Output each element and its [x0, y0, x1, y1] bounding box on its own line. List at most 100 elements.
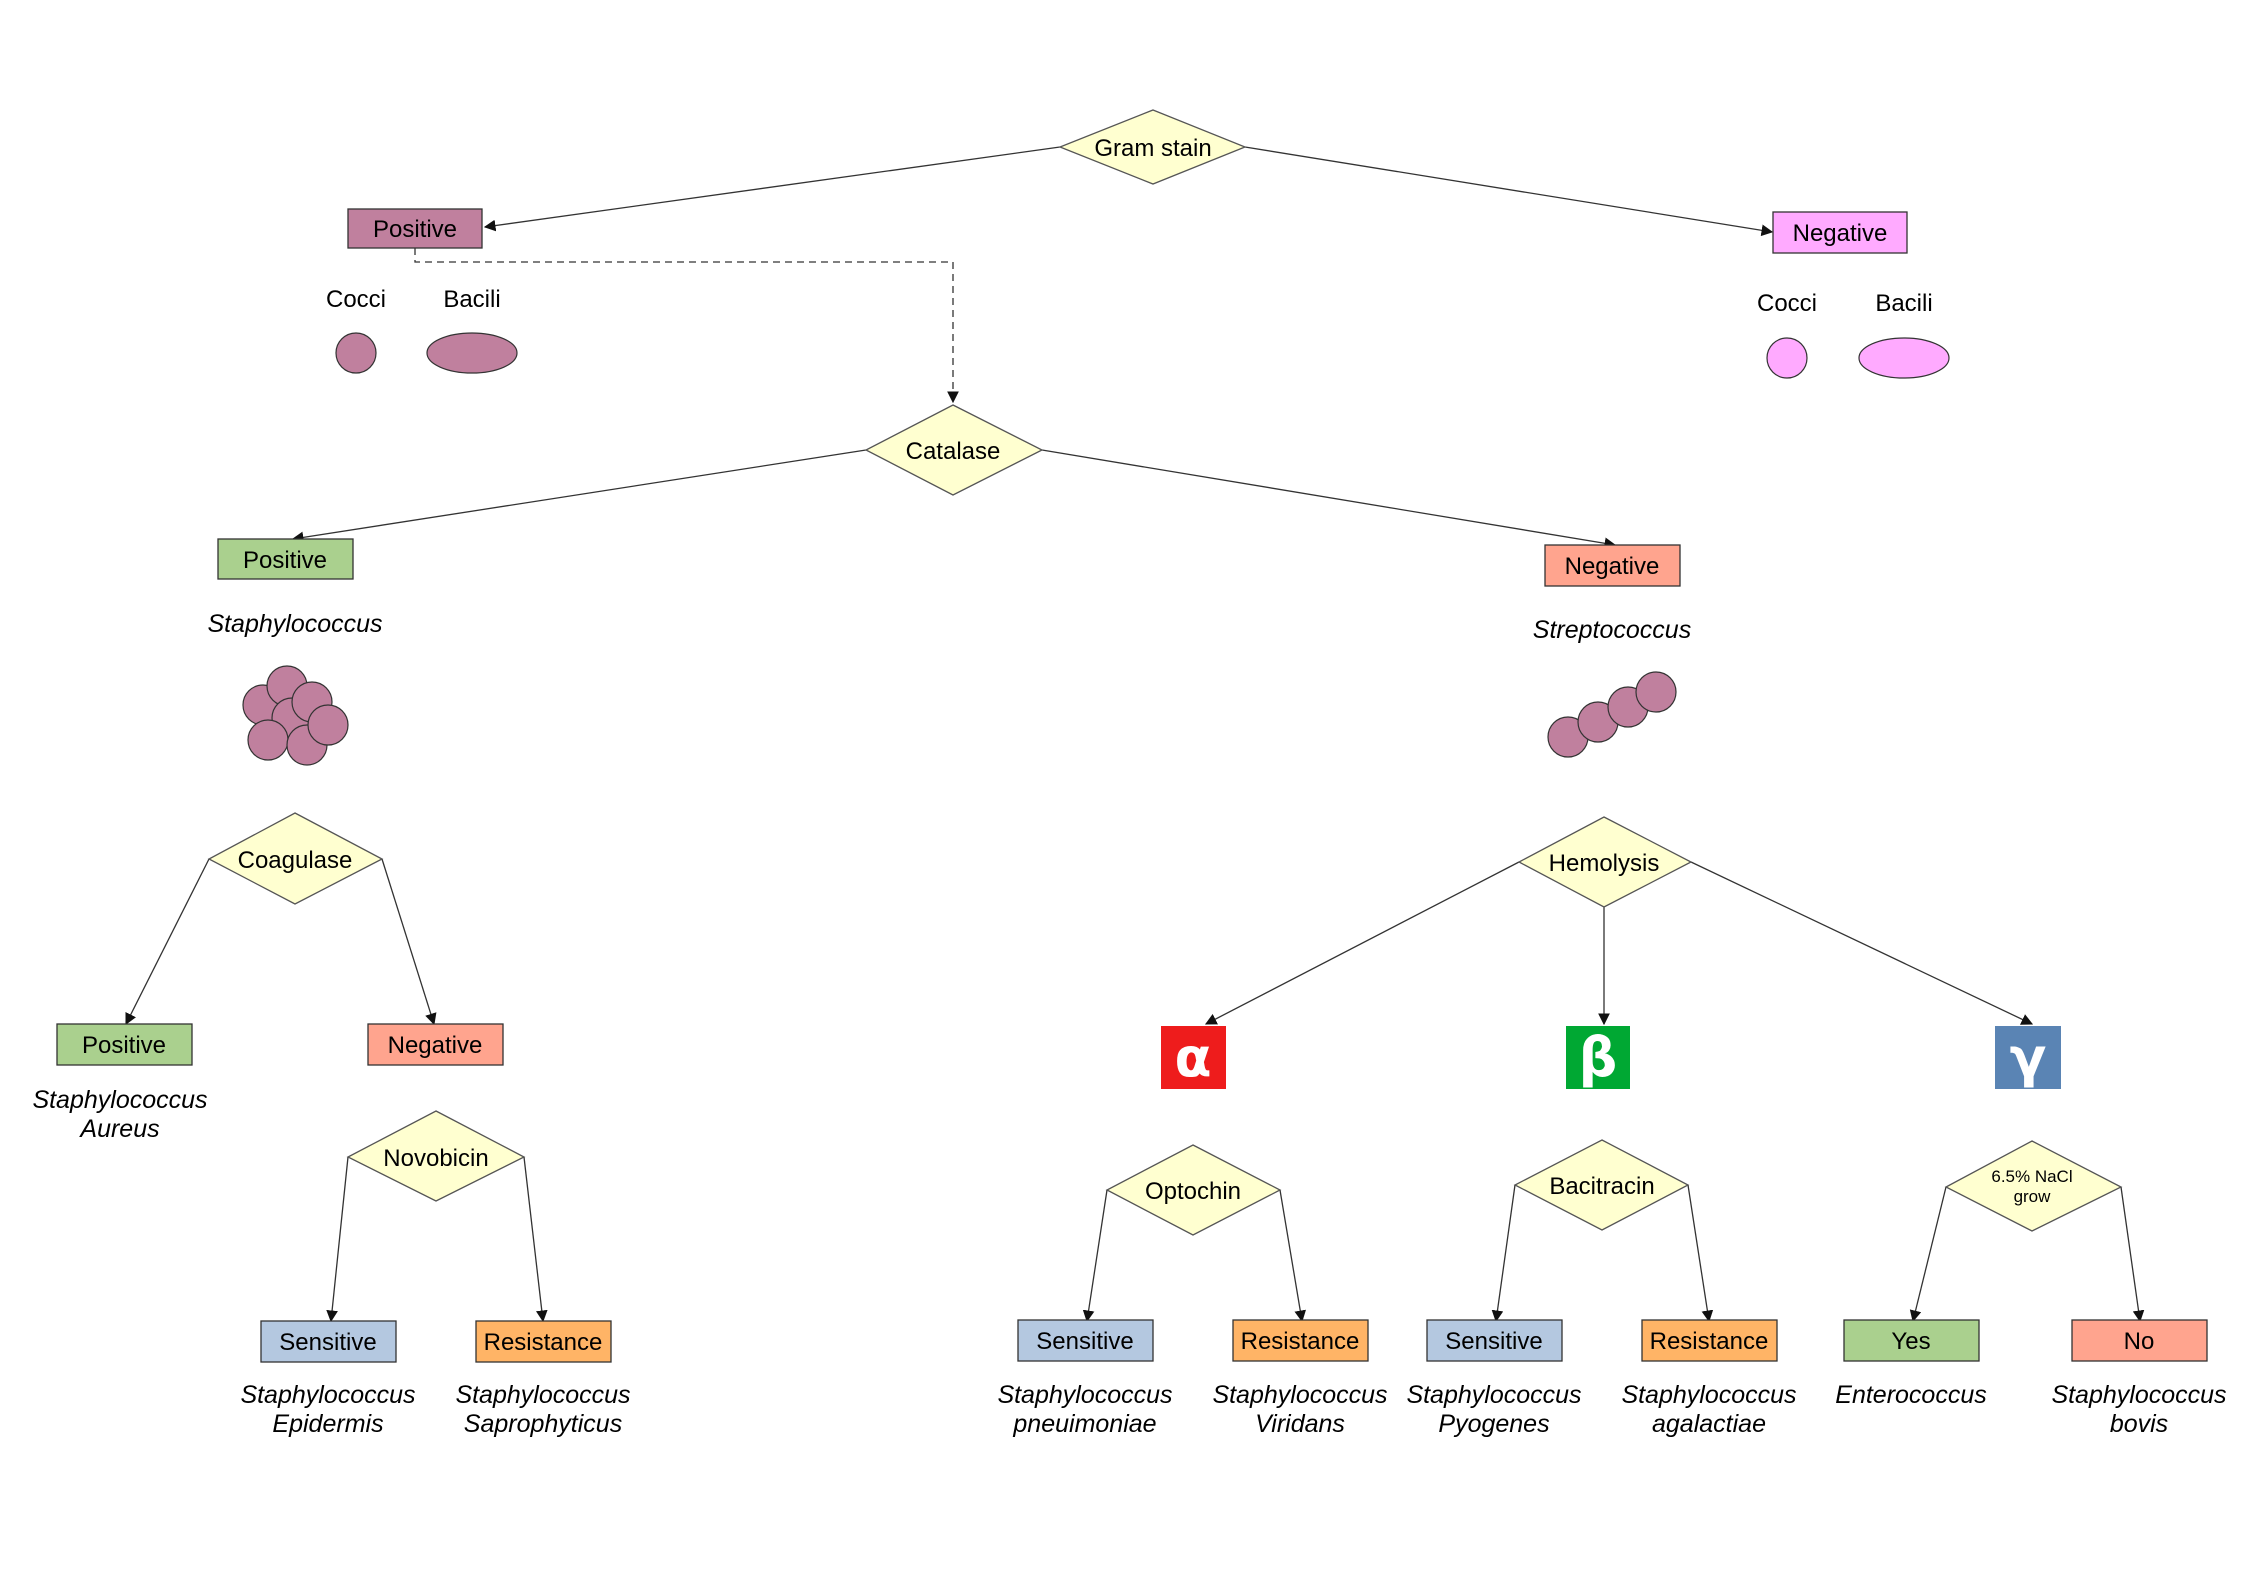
bacitracin-sensitive-node: Sensitive	[1426, 1319, 1563, 1362]
gram-negative-cocci-caption: Cocci	[1757, 290, 1817, 317]
optochin-resistance-label: Resistance	[1241, 1328, 1360, 1355]
nacl-no-species-line2: bovis	[2110, 1410, 2168, 1438]
optochin-resistance-node: Resistance	[1232, 1319, 1369, 1362]
gamma-hemolysis-icon: γ	[1995, 1026, 2061, 1089]
coagulase-positive-label: Positive	[82, 1032, 166, 1059]
alpha-symbol: α	[1174, 1026, 1211, 1089]
coagulase-positive-node: Positive	[56, 1023, 193, 1066]
gram-positive-bacili-caption: Bacili	[443, 286, 500, 313]
bacitracin-resistance-label: Resistance	[1650, 1328, 1769, 1355]
optochin-sensitive-species-line2: pneuimoniae	[1012, 1410, 1156, 1438]
gram-stain-label: Gram stain	[1094, 135, 1211, 162]
nacl-label-line2: grow	[2014, 1187, 2052, 1206]
novobicin-label: Novobicin	[383, 1145, 488, 1172]
optochin-sensitive-species-line1: Staphylococcus	[997, 1381, 1172, 1409]
nacl-yes-species: Enterococcus	[1835, 1381, 1986, 1409]
optochin-decision: Optochin	[1105, 1144, 1282, 1236]
coccus-shape-icon	[335, 332, 377, 374]
bacitracin-resistance-species-line2: agalactiae	[1652, 1410, 1766, 1438]
edge-bacitracin-resistance	[1687, 1184, 1714, 1323]
gram-negative-bacili-caption: Bacili	[1875, 290, 1932, 317]
bacitracin-sensitive-species-line1: Staphylococcus	[1406, 1381, 1581, 1409]
catalase-positive-label: Positive	[243, 547, 327, 574]
coagulase-negative-node: Negative	[367, 1023, 504, 1066]
novobicin-sensitive-species-line1: Staphylococcus	[240, 1381, 415, 1409]
alpha-hemolysis-icon: α	[1161, 1026, 1226, 1089]
nacl-yes-node: Yes	[1843, 1319, 1980, 1362]
edge-positive-catalase	[414, 248, 959, 404]
gram-negative-node: Negative	[1772, 211, 1908, 254]
hemolysis-decision: Hemolysis	[1517, 816, 1693, 908]
edge-catalase-positive	[291, 449, 867, 544]
novobicin-resistance-species-line1: Staphylococcus	[455, 1381, 630, 1409]
optochin-label: Optochin	[1145, 1178, 1241, 1205]
edge-optochin-resistance	[1279, 1189, 1307, 1323]
gram-positive-node: Positive	[347, 208, 483, 249]
catalase-label: Catalase	[906, 438, 1001, 465]
bacitracin-decision: Bacitracin	[1513, 1139, 1690, 1231]
beta-symbol: β	[1579, 1026, 1618, 1089]
nacl-yes-label: Yes	[1891, 1328, 1930, 1355]
hemolysis-label: Hemolysis	[1549, 850, 1660, 877]
edge-novobicin-sensitive	[326, 1156, 349, 1323]
bacitracin-resistance-species-line1: Staphylococcus	[1621, 1381, 1796, 1409]
novobicin-sensitive-node: Sensitive	[260, 1320, 397, 1363]
bacitracin-resistance-node: Resistance	[1641, 1319, 1778, 1362]
nacl-no-node: No	[2071, 1319, 2208, 1362]
bacillus-shape-icon	[1858, 337, 1950, 379]
coagulase-decision: Coagulase	[207, 812, 384, 905]
optochin-sensitive-node: Sensitive	[1017, 1319, 1154, 1362]
bacillus-shape-icon	[426, 332, 518, 374]
optochin-resistance-species-line2: Viridans	[1255, 1410, 1345, 1438]
gamma-symbol: γ	[2010, 1026, 2047, 1089]
bacitracin-sensitive-label: Sensitive	[1445, 1328, 1542, 1355]
catalase-decision: Catalase	[864, 404, 1044, 496]
coccus-shape-icon	[1766, 337, 1808, 379]
edge-coagulase-positive	[125, 858, 210, 1026]
optochin-resistance-species-line1: Staphylococcus	[1212, 1381, 1387, 1409]
coagulase-positive-species-line1: Staphylococcus	[32, 1086, 207, 1114]
bacitracin-label: Bacitracin	[1549, 1173, 1654, 1200]
connectors	[125, 146, 2145, 1323]
staphylococcus-cluster-icon	[242, 665, 349, 766]
nacl-label-line1: 6.5% NaCl	[1991, 1167, 2072, 1186]
edge-hemolysis-alpha	[1204, 861, 1520, 1025]
gram-negative-label: Negative	[1793, 220, 1888, 247]
coagulase-positive-species-line2: Aureus	[78, 1115, 159, 1143]
gram-stain-decision: Gram stain	[1058, 109, 1247, 185]
streptococcus-chain-icon	[1547, 671, 1677, 758]
edge-optochin-sensitive	[1082, 1189, 1108, 1323]
catalase-positive-node: Positive	[217, 538, 354, 580]
edge-bacitracin-sensitive	[1491, 1184, 1516, 1323]
edge-novobicin-resistance	[523, 1156, 548, 1323]
catalase-negative-node: Negative	[1544, 544, 1681, 587]
coagulase-label: Coagulase	[238, 847, 353, 874]
bacitracin-sensitive-species-line2: Pyogenes	[1438, 1410, 1549, 1438]
novobicin-resistance-species-line2: Saprophyticus	[464, 1410, 622, 1438]
gram-positive-cocci-caption: Cocci	[326, 286, 386, 313]
streptococcus-genus-label: Streptococcus	[1533, 616, 1691, 644]
edge-gram-positive	[483, 146, 1061, 232]
nacl-no-label: No	[2124, 1328, 2155, 1355]
edge-coagulase-negative	[381, 858, 437, 1026]
optochin-sensitive-label: Sensitive	[1036, 1328, 1133, 1355]
novobicin-resistance-node: Resistance	[475, 1320, 612, 1363]
novobicin-sensitive-label: Sensitive	[279, 1329, 376, 1356]
edge-hemolysis-gamma	[1690, 861, 2034, 1025]
novobicin-sensitive-species-line2: Epidermis	[272, 1410, 383, 1438]
gram-positive-label: Positive	[373, 216, 457, 243]
beta-hemolysis-icon: β	[1566, 1026, 1630, 1089]
coagulase-negative-label: Negative	[388, 1032, 483, 1059]
nacl-no-species-line1: Staphylococcus	[2051, 1381, 2226, 1409]
staphylococcus-genus-label: Staphylococcus	[207, 610, 382, 638]
edge-gram-negative	[1244, 146, 1774, 237]
novobicin-decision: Novobicin	[346, 1110, 526, 1202]
catalase-negative-label: Negative	[1565, 553, 1660, 580]
edge-catalase-negative	[1041, 449, 1617, 550]
edge-nacl-yes	[1909, 1186, 1947, 1323]
edge-nacl-no	[2120, 1186, 2145, 1323]
novobicin-resistance-label: Resistance	[484, 1329, 603, 1356]
nacl-growth-decision: 6.5% NaCl grow	[1944, 1140, 2123, 1232]
